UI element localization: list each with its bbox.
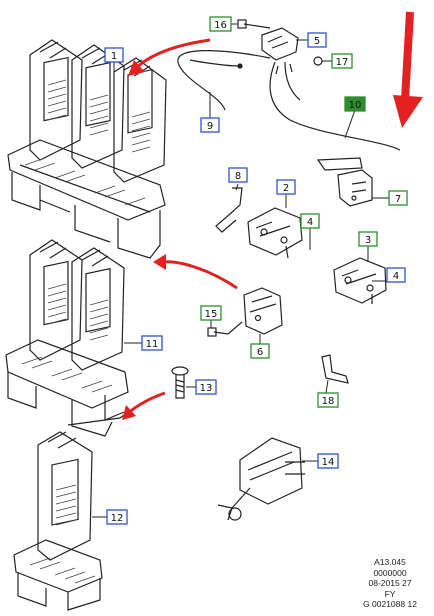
callout-11: 11 bbox=[141, 335, 163, 351]
seat-latch-right-illustration bbox=[333, 257, 387, 304]
reference-line-5: G 0021088 12 bbox=[363, 599, 417, 609]
callout-7-label: 7 bbox=[395, 194, 401, 205]
callout-11-label: 11 bbox=[146, 339, 159, 350]
callout-10: 10 bbox=[344, 96, 366, 112]
callout-18: 18 bbox=[317, 392, 339, 408]
bracket-18-illustration bbox=[321, 354, 349, 384]
callout-10-label: 10 bbox=[349, 100, 362, 111]
callout-12: 12 bbox=[106, 509, 128, 525]
callout-5: 5 bbox=[307, 32, 327, 48]
reference-line-4: FY bbox=[384, 588, 396, 599]
single-seat-illustration bbox=[13, 431, 103, 611]
callout-17: 17 bbox=[331, 53, 353, 69]
callout-16-label: 16 bbox=[214, 20, 227, 31]
red-arrow-to-bolt-13 bbox=[127, 391, 166, 415]
callout-13: 13 bbox=[195, 379, 217, 395]
red-arrow-big bbox=[401, 11, 414, 101]
part-14-illustration bbox=[217, 437, 305, 521]
seat-latch-mid-illustration bbox=[207, 287, 283, 337]
callout-3-label: 3 bbox=[365, 235, 371, 246]
callout-6: 6 bbox=[250, 343, 270, 359]
callout-7: 7 bbox=[388, 190, 408, 206]
seat-latch-upper-illustration bbox=[215, 187, 303, 259]
callout-4-upper: 4 bbox=[300, 213, 320, 229]
red-arrow-head-bolt-13 bbox=[122, 405, 136, 420]
callout-9: 9 bbox=[200, 117, 220, 133]
callout-16: 16 bbox=[209, 16, 232, 32]
callout-2-label: 2 bbox=[283, 183, 289, 194]
callout-6-label: 6 bbox=[257, 347, 263, 358]
callout-15: 15 bbox=[200, 305, 222, 321]
callout-15-label: 15 bbox=[205, 309, 218, 320]
callout-1: 1 bbox=[104, 47, 124, 63]
callout-17-label: 17 bbox=[336, 57, 349, 68]
callout-4-upper-label: 4 bbox=[307, 217, 313, 228]
callout-8-label: 8 bbox=[235, 171, 241, 182]
seat-release-cable-illustration bbox=[177, 19, 401, 151]
red-arrows bbox=[122, 11, 423, 420]
reference-line-3: 08-2015 27 bbox=[368, 578, 412, 588]
red-arrow-head-seat-1 bbox=[128, 60, 145, 76]
callout-12-label: 12 bbox=[111, 513, 124, 524]
red-arrow-to-seat-1 bbox=[134, 38, 211, 70]
callout-14: 14 bbox=[317, 453, 339, 469]
reference-code-block: A13.045 0000000 08-2015 27 FY G 0021088 … bbox=[350, 557, 430, 610]
callout-1-label: 1 bbox=[111, 51, 117, 62]
latch-lever-illustration bbox=[316, 157, 373, 207]
red-arrow-head-seat-11 bbox=[153, 254, 166, 270]
double-seat-hatching bbox=[21, 283, 113, 393]
callout-18-label: 18 bbox=[322, 396, 335, 407]
callout-3: 3 bbox=[358, 231, 378, 247]
red-arrow-to-seat-11 bbox=[161, 260, 238, 290]
callout-8: 8 bbox=[228, 167, 248, 183]
triple-seat-hatching bbox=[24, 79, 151, 206]
single-seat-hatching bbox=[29, 484, 96, 584]
double-seat-illustration bbox=[5, 239, 129, 437]
reference-line-2: 0000000 bbox=[373, 567, 407, 578]
bolt-13-illustration bbox=[171, 366, 189, 399]
callout-5-label: 5 bbox=[314, 36, 320, 47]
callout-14-label: 14 bbox=[322, 457, 335, 468]
callout-4-right-label: 4 bbox=[393, 271, 399, 282]
callout-2: 2 bbox=[276, 179, 296, 195]
callout-4-right: 4 bbox=[386, 267, 406, 283]
callout-13-label: 13 bbox=[200, 383, 213, 394]
callout-9-label: 9 bbox=[207, 121, 213, 132]
red-arrow-big-head bbox=[393, 95, 423, 128]
reference-line-1: A13.045 bbox=[374, 557, 406, 567]
